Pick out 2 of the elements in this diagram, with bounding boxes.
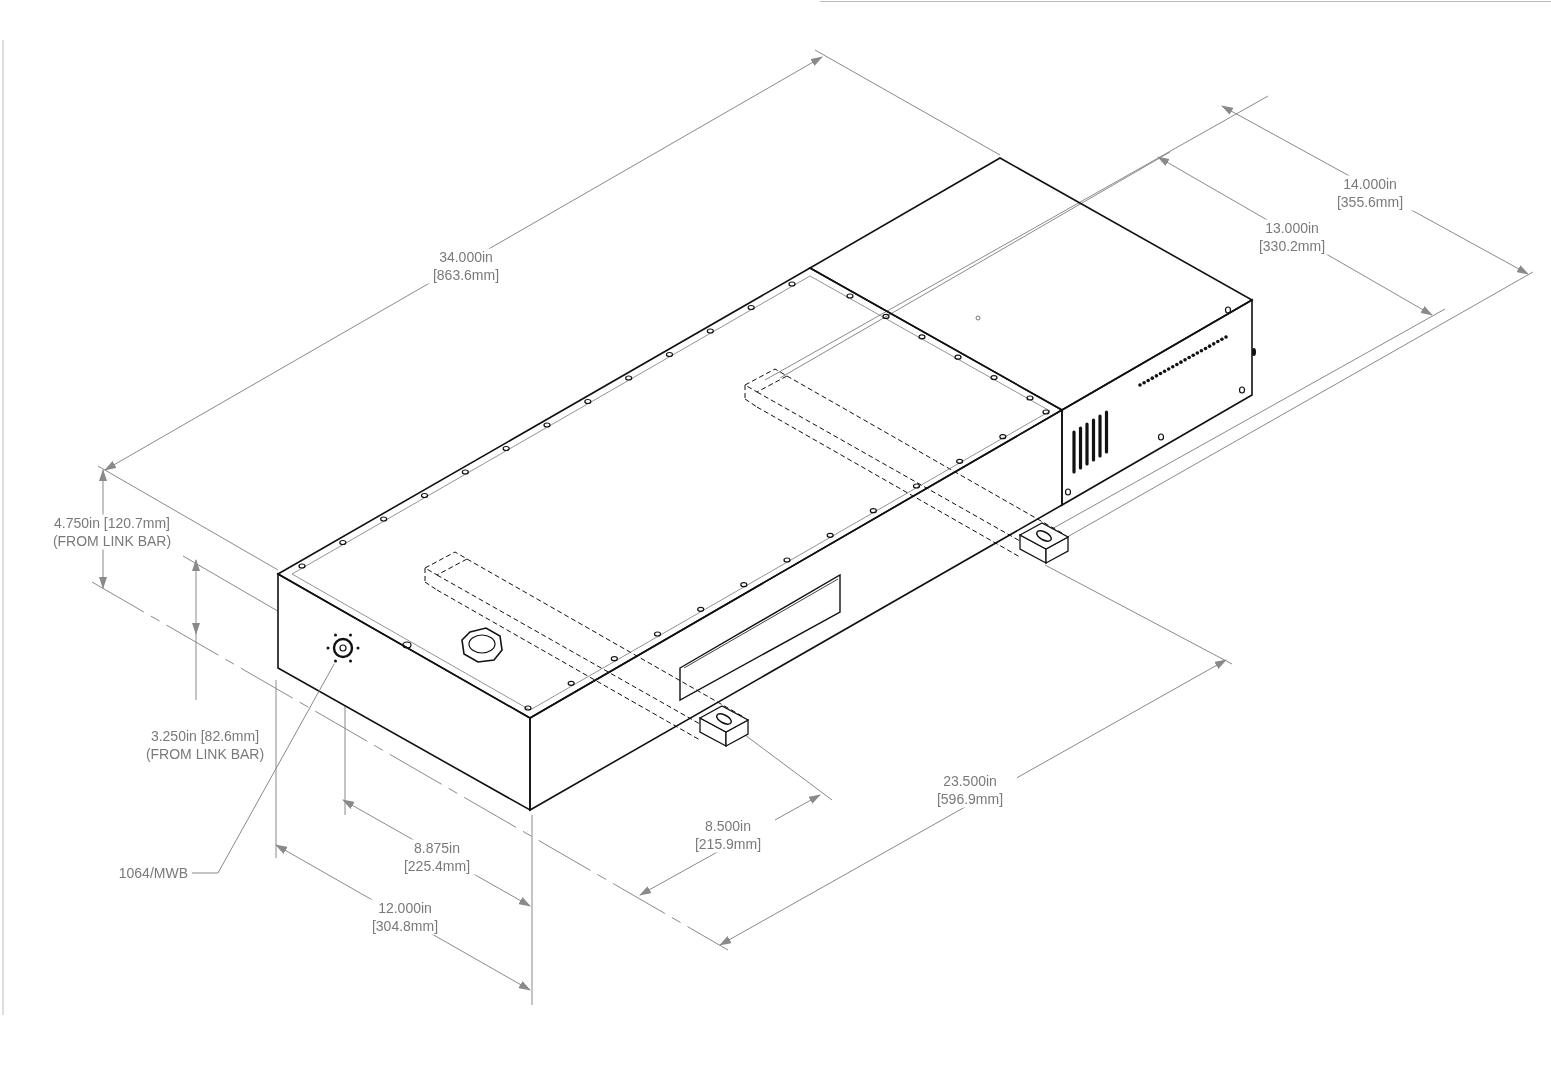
callout-label: 1064/MWB (118, 865, 188, 881)
leader-line (191, 663, 335, 874)
